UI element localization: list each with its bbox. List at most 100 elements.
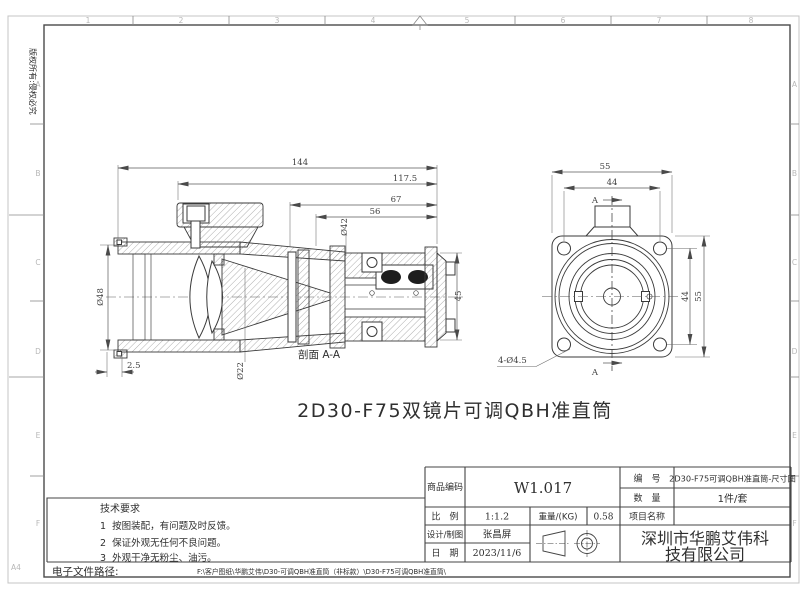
zone-letter: E	[792, 431, 797, 440]
zone-letters-left: A B C D E F	[35, 80, 41, 528]
section-label: 剖面 A-A	[298, 348, 341, 361]
tech-req-item: 2 保证外观无任何不良问题。	[100, 537, 226, 549]
projection-symbol-icon	[536, 530, 600, 557]
zone-letter: C	[792, 258, 797, 267]
title-block: 商品编码 W1.017 编 号 2D30-F75可调QBH准直筒-尺寸图 数 量…	[47, 466, 796, 564]
company-name-line2: 技有限公司	[665, 545, 745, 564]
section-marker-top: A	[591, 196, 599, 206]
dim-44-right: 44	[681, 291, 691, 302]
zone-ticks-top	[132, 16, 708, 25]
end-tab-top	[445, 261, 456, 276]
barrel-bottom-wall	[117, 339, 241, 353]
zone-number: 1	[86, 16, 91, 25]
screw-head	[186, 205, 206, 222]
file-path-value: F:\客户图纸\华鹏艾伟\D30-可调QBH准直筒（非标款）\D30-F75可调…	[197, 567, 447, 576]
mid-flange	[329, 245, 346, 349]
zone-number: 3	[275, 16, 280, 25]
lock-screw-right	[408, 270, 428, 284]
section-marker-bottom: A	[591, 368, 599, 378]
outer-border	[7, 15, 800, 584]
dim-dia22: Ø22	[235, 362, 246, 380]
quantity-label: 数 量	[633, 492, 660, 504]
product-code-label: 商品编码	[427, 481, 463, 493]
qbh-body-bottom	[344, 316, 426, 342]
mount-hole	[557, 241, 571, 256]
zone-letter: B	[792, 169, 797, 178]
dim-2-5: 2.5	[127, 361, 141, 371]
zone-letter: A	[35, 80, 41, 89]
quantity-value: 1件/套	[718, 492, 748, 505]
lens-rear-element	[206, 259, 223, 335]
tech-req-title: 技术要求	[100, 502, 140, 515]
dim-144: 144	[292, 158, 308, 168]
designer-label: 设计/制图	[427, 530, 463, 540]
zone-letter: D	[35, 347, 41, 356]
dim-56: 56	[370, 207, 381, 217]
technical-requirements: 技术要求 1 按图装配，有问题及时反馈。 2 保证外观无任何不良问题。 3 外观…	[46, 497, 425, 564]
designer-value: 张昌屏	[483, 530, 512, 541]
zone-letter: D	[792, 347, 798, 356]
sheet-size-label: A4	[11, 563, 21, 572]
drawing-title: 2D30-F75双镜片可调QBH准直筒	[297, 400, 613, 422]
drawing-no-value: 2D30-F75可调QBH准直筒-尺寸图	[669, 474, 796, 484]
scale-label: 比 例	[431, 511, 458, 523]
center-mark-icon	[412, 15, 428, 30]
end-chamfer	[436, 251, 447, 343]
dim-67: 67	[391, 195, 402, 205]
inner-frame	[43, 24, 791, 578]
zone-number: 6	[561, 16, 566, 25]
section-view: 144 117.5 67 56 Ø42 Ø48 Ø22 45 2.5 剖面 A-…	[95, 158, 466, 380]
dim-55-top: 55	[600, 162, 611, 172]
dim-dia42: Ø42	[339, 218, 350, 236]
front-knob	[594, 205, 631, 228]
inner-cone	[221, 258, 331, 336]
zone-number: 7	[657, 16, 662, 25]
mount-hole	[557, 337, 571, 352]
front-view: A A 55 44 44 55 4-Ø4.5	[497, 162, 710, 378]
sheet-border: 1 2 3 4 5 6 7 8 A B C D E F A B C D E F …	[7, 15, 800, 584]
end-tab-bottom	[445, 318, 456, 333]
zone-letter: C	[35, 258, 40, 267]
zone-number: 5	[465, 16, 470, 25]
project-name-label: 项目名称	[629, 511, 665, 523]
dim-117-5: 117.5	[393, 174, 417, 184]
zone-letter: B	[35, 169, 40, 178]
file-path-label: 电子文件路径:	[52, 565, 119, 578]
mount-hole	[653, 337, 667, 352]
zone-letters-right: A B C D E F	[792, 80, 798, 528]
dim-dia48: Ø48	[95, 288, 106, 306]
tech-req-item: 3 外观干净无粉尘、油污。	[100, 552, 217, 564]
product-code-value: W1.017	[514, 479, 572, 497]
bearing-ball-top	[366, 257, 378, 268]
zone-letter: F	[792, 519, 796, 528]
lip-screw-bottom	[116, 351, 122, 357]
lock-ring	[297, 249, 310, 345]
date-label: 日 期	[431, 548, 458, 559]
date-value: 2023/11/6	[473, 548, 522, 559]
zone-letter: E	[36, 431, 41, 440]
weight-value: 0.58	[593, 513, 613, 523]
zone-letter: F	[36, 519, 40, 528]
knurled-nut	[424, 246, 438, 348]
lock-screw-left	[381, 270, 401, 284]
weight-label: 重量/(KG)	[538, 511, 577, 523]
bearing-ball-bottom	[366, 326, 378, 337]
copyright-notice: 版权所有:侵权必究	[28, 48, 38, 115]
front-dimensions: 55 44 44 55 4-Ø4.5	[497, 162, 710, 367]
scale-value: 1:1.2	[485, 512, 509, 523]
zone-letter: A	[792, 80, 798, 89]
zone-number: 4	[371, 16, 376, 25]
zone-ticks-right	[790, 123, 799, 477]
footer-row: 电子文件路径: F:\客户图纸\华鹏艾伟\D30-可调QBH准直筒（非标款）\D…	[52, 565, 447, 578]
pin-hole-left	[369, 290, 375, 296]
zone-number: 8	[749, 16, 754, 25]
tech-req-item: 1 按图装配，有问题及时反馈。	[100, 520, 236, 532]
mount-hole	[653, 241, 667, 256]
dim-44-top: 44	[607, 178, 618, 188]
holes-callout: 4-Ø4.5	[498, 355, 527, 366]
title-block-grid	[47, 466, 792, 563]
dim-55-right: 55	[694, 291, 704, 302]
lip-screw-top	[116, 239, 122, 245]
drawing-no-label: 编 号	[633, 473, 660, 485]
